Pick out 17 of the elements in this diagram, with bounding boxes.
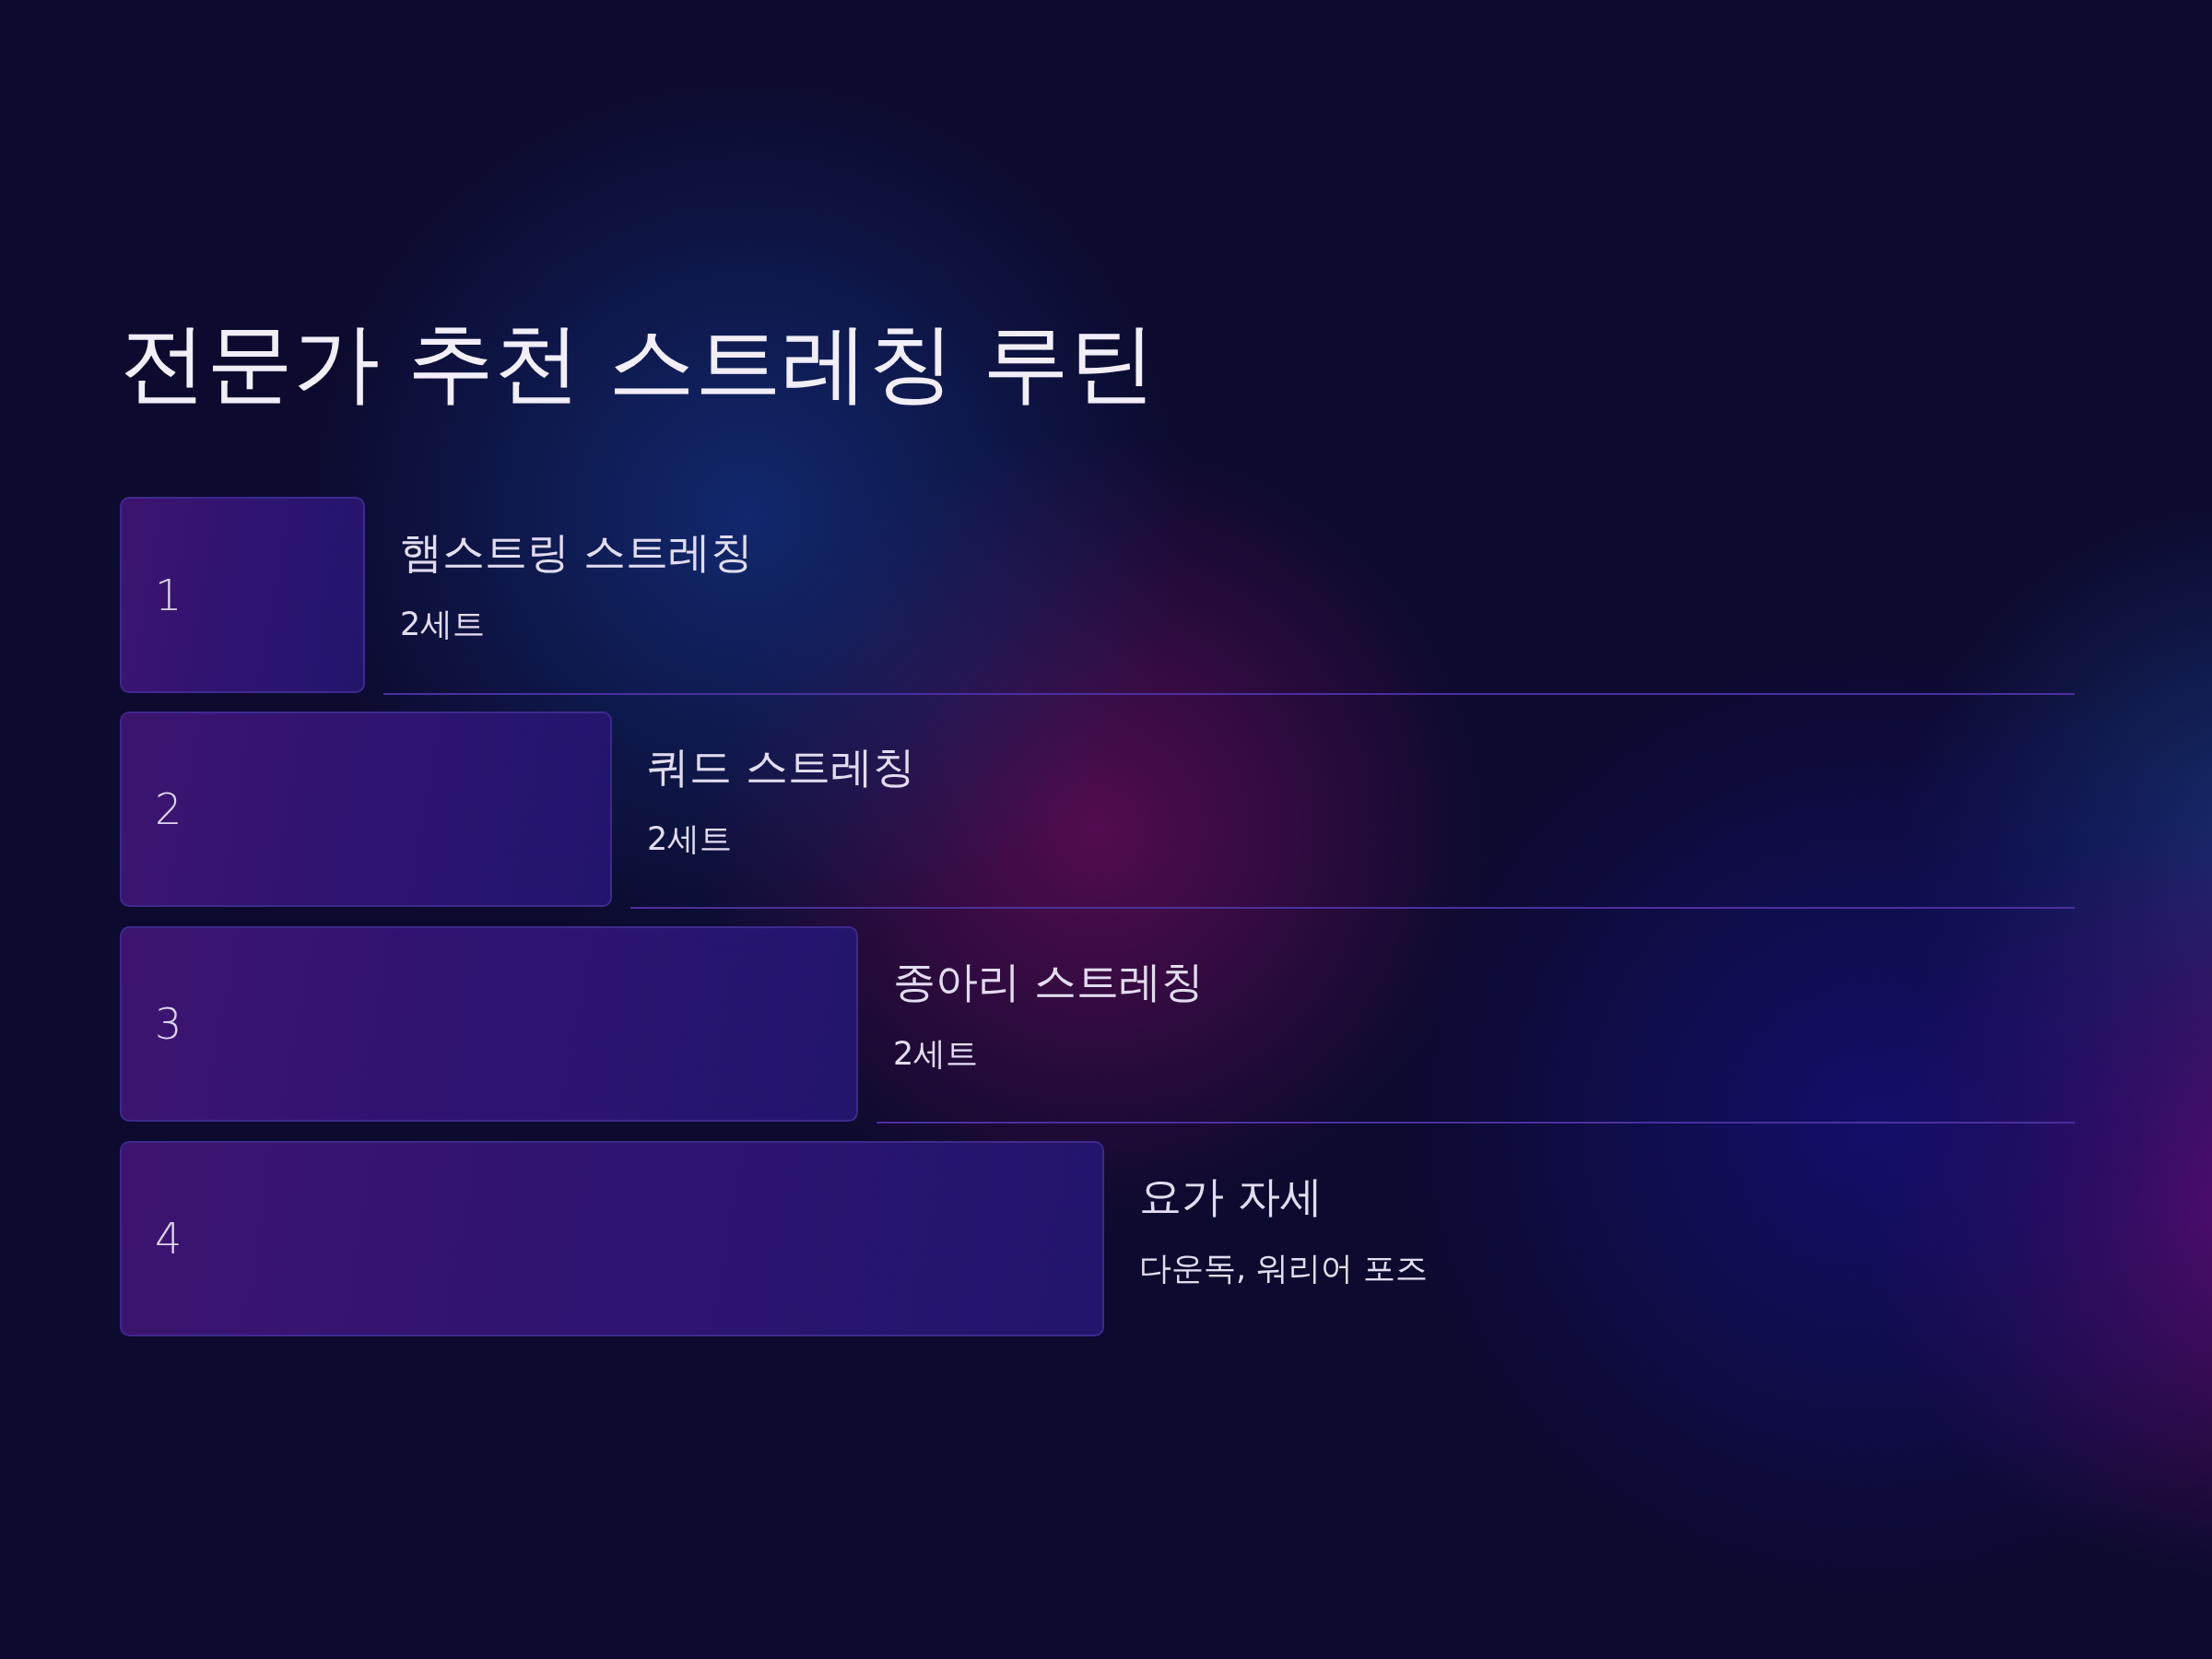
step-detail: 2세트 bbox=[400, 606, 486, 643]
step-box bbox=[120, 926, 858, 1122]
step-title: 햄스트링 스트레칭 bbox=[400, 528, 753, 577]
step-title: 요가 자세 bbox=[1139, 1172, 1323, 1221]
slide-title: 전문가 추천 스트레칭 루틴 bbox=[120, 312, 1156, 415]
step-number: 2 bbox=[155, 788, 182, 830]
step-title: 종아리 스트레칭 bbox=[893, 958, 1204, 1006]
step-number: 4 bbox=[155, 1218, 182, 1260]
step-box bbox=[120, 712, 612, 907]
step-box bbox=[120, 497, 365, 693]
step-number: 3 bbox=[155, 1003, 182, 1045]
step-detail: 다운독, 워리어 포즈 bbox=[1139, 1250, 1429, 1288]
step-box bbox=[120, 1141, 1104, 1336]
step-title: 쿼드 스트레칭 bbox=[647, 743, 915, 792]
step-detail: 2세트 bbox=[647, 820, 733, 858]
step-detail: 2세트 bbox=[893, 1035, 979, 1073]
step-number: 1 bbox=[155, 573, 182, 617]
